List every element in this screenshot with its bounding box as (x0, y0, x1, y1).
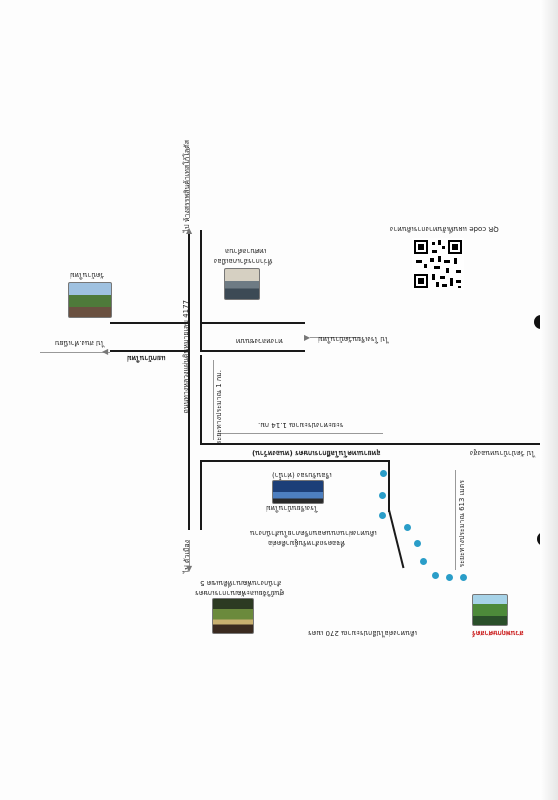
label-road-top: ไป ห้างสรรพสินค้าเทสโก้โลตัส (183, 140, 191, 233)
park-road-left-vertical (200, 460, 202, 530)
label-walk-distance: เดินทางต่อไปอีกประมาณ 270 เมตร (308, 629, 417, 637)
arrow-right-icon: ▶ (304, 333, 311, 342)
label-park-right: ไป วัดป่าบ้านหนองสูง (470, 449, 535, 457)
label-temple: วัดบ้านใหม่ (70, 271, 105, 279)
measure-line-613m (455, 470, 456, 570)
footprint-icon (432, 572, 439, 579)
park-road-bottom (200, 460, 390, 462)
lead-line-bottom (189, 540, 190, 570)
cross-road-bottom-left (110, 350, 190, 352)
scan-edge (540, 0, 558, 800)
label-junction: แยกบ้านใหม่ (127, 354, 166, 362)
label-qr-caption: QR code แผนที่เส้นทางการเดินทาง (390, 225, 499, 233)
main-road-right-edge-lower (200, 355, 202, 445)
label-distance-613m: ระยะทางประมาณ 613 เมตร (458, 480, 466, 568)
cross-road-right-top (200, 322, 305, 324)
cross-road-top-edge (110, 322, 190, 324)
label-facility: เรือนรับรอง (ท่าน้ำ) (272, 471, 332, 479)
footprint-icon (420, 558, 427, 565)
label-distance-1km: ระยะทางประมาณ 1 กม. (215, 370, 223, 445)
footprint-icon (414, 540, 421, 547)
label-road-main: ถนนทางหลวงแผ่นดินหมายเลข 4177 (182, 300, 190, 414)
branch-right-diagonal (388, 509, 405, 569)
measure-line-1-14km (218, 433, 383, 434)
footprint-icon (404, 524, 411, 531)
market-photo (224, 268, 260, 300)
footprint-icon (380, 470, 387, 477)
main-road-left-edge (188, 230, 190, 530)
destination-photo (212, 598, 254, 634)
label-park-name: อุทยานเทคโนโลยีการเกษตร (หนองหว้าน) (252, 449, 381, 457)
branch-right-vertical (388, 460, 390, 512)
label-market-sub: เทศบาลตำบล (225, 247, 267, 255)
lead-line-right (310, 337, 360, 338)
footprint-icon (379, 492, 386, 499)
label-final-place: สวนพฤกษศาสตร์ (472, 629, 524, 637)
label-distance-1-14km: ระยะทางประมาณ 1.14 กม. (258, 421, 344, 429)
cross-road-bottom-right (200, 350, 305, 352)
garden-photo (472, 594, 508, 626)
label-destination: สำนักงานพัฒนาที่ดินเขต 5 (200, 579, 282, 587)
lead-line-top (189, 148, 190, 218)
park-road-top (200, 443, 550, 445)
measure-line-1km (213, 360, 214, 440)
qr-code-graphic (412, 238, 464, 290)
arrow-down-icon: ▼ (186, 564, 193, 573)
qr-code[interactable] (412, 238, 464, 290)
label-walk-1: เดินทางผ่านถนนคอนกรีตภายในสำนักงาน (250, 529, 377, 537)
lead-line-left (40, 352, 110, 353)
arrow-left-icon: ◀ (102, 347, 109, 356)
branch-upper-vertical (200, 232, 202, 324)
footprint-icon (379, 512, 386, 519)
temple-photo (68, 282, 112, 318)
label-district-office: ไป โรงเรียนวัดบ้านใหม่ (318, 335, 389, 343)
footprint-icon (446, 574, 453, 581)
label-destination-sub: ศูนย์วิจัยและพัฒนาการเกษตร (195, 589, 285, 597)
label-walk-2: ที่จอดรถสำหรับผู้มาติดต่อ (268, 539, 345, 547)
label-school: โรงเรียนบ้านใหม่ (266, 504, 318, 512)
label-dept: ไป สนง.ทำเนียบ (55, 339, 105, 347)
label-market: ที่ว่าการอำเภอเมือง (214, 257, 273, 265)
footprint-icon (460, 574, 467, 581)
arrow-up-icon: ▲ (186, 226, 193, 235)
facility-photo (272, 480, 324, 504)
label-local-road: ทางหลวงชนบท (236, 337, 283, 345)
